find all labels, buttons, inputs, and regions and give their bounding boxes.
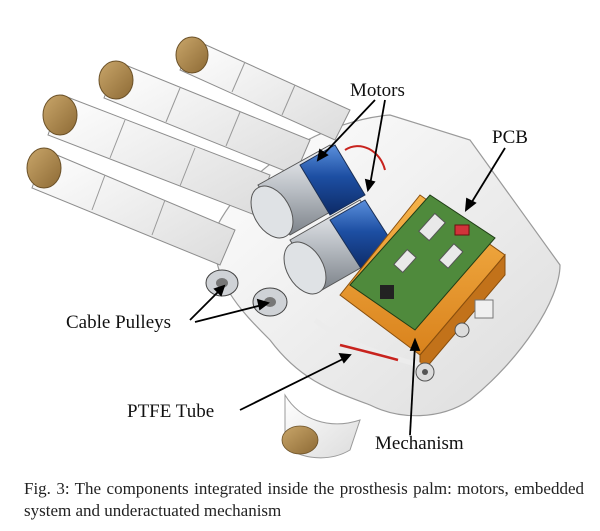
arrow-pulley-2 (194, 304, 263, 323)
arrow-pcb (469, 147, 506, 206)
finger-little (26, 147, 236, 266)
red-wire (339, 343, 399, 362)
label-motors: Motors (350, 80, 405, 101)
annotation-arrows (189, 99, 506, 436)
shell-screws (415, 299, 494, 382)
arrow-motors-2 (369, 99, 386, 186)
fingers (26, 36, 351, 266)
arrow-ptfe (239, 357, 346, 411)
figure-caption: Fig. 3: The components integrated inside… (24, 479, 584, 520)
label-cable-pulleys: Cable Pulleys (66, 312, 172, 333)
pcb-board (349, 194, 496, 331)
arrow-pulley-1 (189, 289, 221, 321)
motor-wire (344, 145, 386, 171)
ptfe-tube (313, 318, 421, 368)
arrow-mechanism (409, 344, 416, 436)
label-ptfe-tube: PTFE Tube (127, 401, 215, 422)
label-pcb: PCB (492, 127, 528, 148)
prosthesis-hand-illustration (26, 36, 561, 459)
arrow-motors-1 (319, 99, 376, 159)
finger-index (175, 36, 351, 141)
label-mechanism: Mechanism (375, 433, 464, 454)
